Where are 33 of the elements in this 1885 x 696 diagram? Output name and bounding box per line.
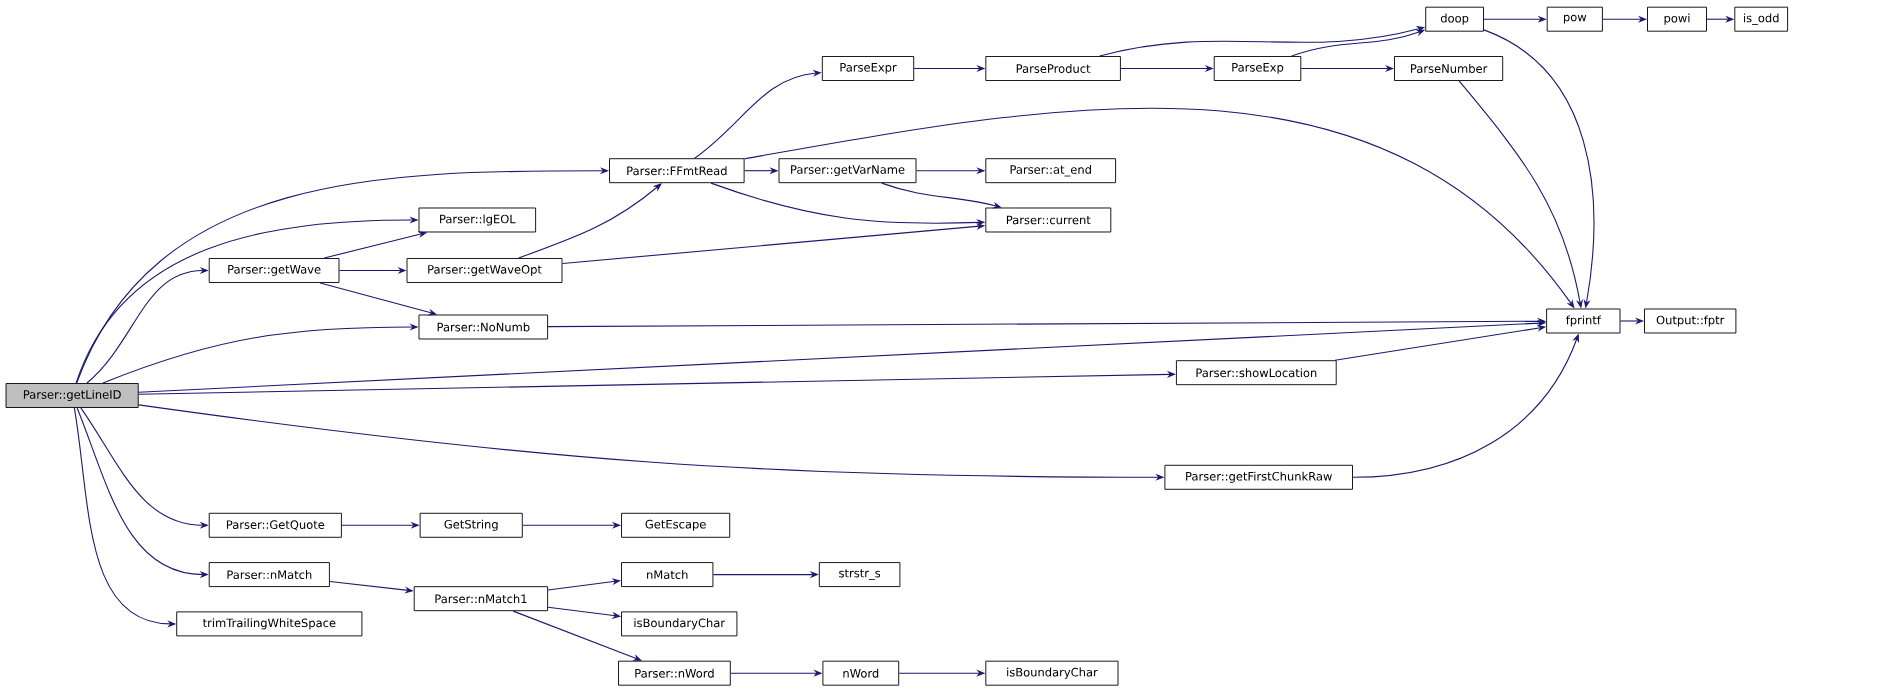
function-box: Parser::showLocation — [1175, 360, 1337, 386]
function-box: Parser::nMatch1 — [413, 586, 549, 612]
function-box: Parser::GetQuote — [208, 512, 342, 538]
function-box: GetEscape — [621, 512, 731, 538]
function-box: ParseExpr — [821, 56, 915, 81]
function-box: is_odd — [1734, 6, 1789, 32]
function-box: isBoundaryChar — [621, 611, 738, 637]
function-box: Parser::lgEOL — [418, 207, 537, 233]
function-box: Parser::FFmtRead — [609, 158, 745, 184]
function-box: Parser::getWave — [208, 258, 340, 283]
function-box: strstr_s — [818, 562, 901, 588]
function-box: nWord — [822, 660, 900, 686]
function-box: ParseProduct — [985, 56, 1121, 81]
function-box: Parser::current — [985, 207, 1112, 233]
function-box: Parser::getLineID — [5, 383, 139, 408]
function-box: Parser::nWord — [618, 660, 731, 686]
function-box: trimTrailingWhiteSpace — [176, 611, 363, 637]
function-box: pow — [1546, 6, 1603, 32]
function-box: powi — [1647, 6, 1707, 32]
function-box: Parser::getWaveOpt — [406, 258, 563, 283]
function-box: GetString — [419, 512, 523, 538]
function-box: ParseExp — [1213, 56, 1302, 81]
function-box: nMatch — [621, 562, 714, 588]
function-box: Parser::NoNumb — [418, 314, 549, 340]
function-box: Parser::getVarName — [778, 158, 917, 184]
function-box: Parser::at_end — [985, 158, 1117, 184]
function-box: isBoundaryChar — [985, 660, 1119, 686]
function-box: fprintf — [1546, 308, 1621, 334]
function-box: ParseNumber — [1394, 56, 1504, 81]
function-box: doop — [1425, 6, 1484, 32]
function-box: Parser::nMatch — [208, 562, 330, 588]
function-box: Output::fptr — [1644, 308, 1737, 334]
function-box: Parser::getFirstChunkRaw — [1164, 464, 1353, 490]
